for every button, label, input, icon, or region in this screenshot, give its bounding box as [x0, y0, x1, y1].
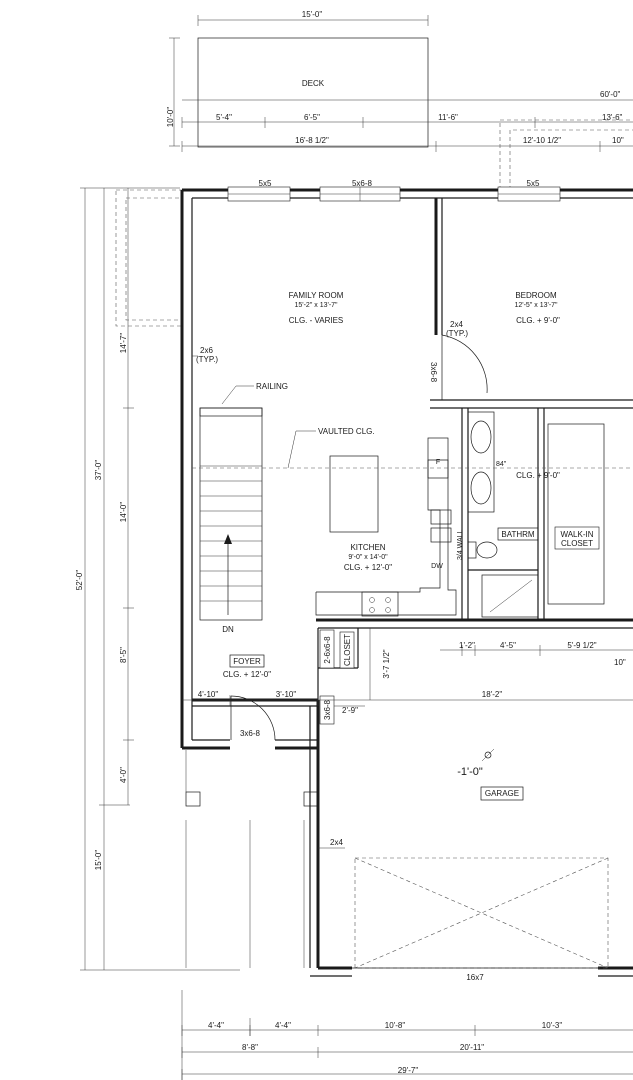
kitchen-name: KITCHEN	[350, 543, 385, 552]
walkin-name-2: CLOSET	[561, 539, 593, 548]
kitchen-ceiling: CLG. + 12'-0"	[344, 563, 392, 572]
dim-bot-4-4b: 4'-4"	[275, 1021, 291, 1030]
stair-direction-arrow	[224, 534, 232, 544]
dim-15: 15'-0"	[94, 850, 103, 871]
dim-8-5: 8'-5"	[119, 647, 128, 663]
bath-name: BATHRM	[501, 530, 535, 539]
wall-2x4-label: 2x4	[450, 320, 463, 329]
fridge-label: F	[436, 459, 440, 466]
left-dimensions: 10'-0" 52'-0" 37'-0" 15'-0" 14'-7" 14'-0…	[75, 37, 240, 971]
dw-label: DW	[431, 563, 443, 570]
dim-4-10: 4'-10"	[198, 690, 219, 699]
dim-1-2: 1'-2"	[459, 641, 475, 650]
top-openings: 5x5 5x6-8 5x5	[227, 179, 561, 202]
dim-12-10: 12'-10 1/2"	[523, 136, 561, 145]
family-room-size: 15'-2" x 13'-7"	[294, 302, 338, 309]
bedroom-size: 12'-5" x 13'-7"	[514, 302, 558, 309]
dim-3-7: 3'-7 1/2"	[382, 649, 391, 678]
dim-4-0: 4'-0"	[119, 767, 128, 783]
window-5x5-right: 5x5	[527, 179, 540, 188]
door-5x6-8: 5x6-8	[352, 179, 373, 188]
bedroom-ceiling: CLG. + 9'-0"	[516, 316, 560, 325]
dim-60: 60'-0"	[600, 90, 621, 99]
garage-level: -1'-0"	[457, 766, 483, 778]
dim-3-10: 3'-10"	[276, 690, 297, 699]
dim-18-2: 18'-2"	[482, 690, 503, 699]
walkin-name-1: WALK-IN	[560, 530, 593, 539]
dim-5-9: 5'-9 1/2"	[567, 641, 596, 650]
door-2-6x6-8: 2-6x6-8	[323, 636, 332, 664]
door-3x6-8-garage: 3x6-8	[323, 699, 332, 720]
room-labels: FAMILY ROOM 15'-2" x 13'-7" CLG. - VARIE…	[223, 291, 600, 801]
elevation-marker-icon	[481, 748, 495, 762]
dim-14-0: 14'-0"	[119, 502, 128, 523]
dim-16-8: 16'-8 1/2"	[295, 136, 329, 145]
dim-2-9: 2'-9"	[342, 706, 358, 715]
railing-label: RAILING	[256, 382, 288, 391]
stairs: DN RAILING	[199, 382, 288, 634]
dim-6-5: 6'-5"	[304, 113, 320, 122]
garage: 16x7	[352, 748, 609, 982]
vaulted-label: VAULTED CLG.	[318, 427, 375, 436]
dim-13-6: 13'-6"	[602, 113, 623, 122]
bedroom-name: BEDROOM	[515, 291, 557, 300]
kitchen-size: 9'-0" x 14'-0"	[348, 554, 388, 561]
closet-name: CLOSET	[343, 634, 352, 666]
vanity-label: 84"	[496, 461, 507, 468]
dim-10-right: 10"	[614, 658, 626, 667]
wall-notes: 2x6 (TYP.) 2x4 (TYP.) 3x6-8 2x4	[192, 320, 468, 849]
dim-5-4: 5'-4"	[216, 113, 232, 122]
walkin-ceiling: CLG. + 9'-0"	[516, 471, 560, 480]
foyer-ceiling: CLG. + 12'-0"	[223, 670, 271, 679]
deck: DECK	[197, 37, 429, 148]
dim-bot-4-4a: 4'-4"	[208, 1021, 224, 1030]
dim-4-5: 4'-5"	[500, 641, 516, 650]
deck-label: DECK	[302, 79, 325, 88]
dim-bot-8-8: 8'-8"	[242, 1043, 258, 1052]
mid-dimensions: 1'-2" 4'-5" 5'-9 1/2" 10" 3'-7 1/2" 4'-1…	[182, 628, 633, 715]
dim-14-7: 14'-7"	[119, 333, 128, 354]
dim-10-top: 10"	[612, 136, 624, 145]
bottom-dimensions: 4'-4" 4'-4" 10'-8" 10'-3" 8'-8" 20'-11" …	[181, 990, 633, 1080]
kitchen-fixtures: F DW 3/4 WALL	[315, 437, 464, 617]
dim-bot-10-3: 10'-3"	[542, 1021, 563, 1030]
wall-2x6-typ: (TYP.)	[196, 355, 218, 364]
dim-bot-29-7: 29'-7"	[398, 1066, 419, 1075]
half-wall-label: 3/4 WALL	[457, 529, 464, 560]
window-5x5-left: 5x5	[259, 179, 272, 188]
dim-top-15: 15'-0"	[302, 10, 323, 19]
foyer-entry: 2-6x6-8 3x6-8 3x6-8	[185, 629, 335, 968]
dim-deck-10: 10'-0"	[166, 107, 175, 128]
garage-door-16x7: 16x7	[466, 973, 484, 982]
stairs-dn-label: DN	[222, 625, 234, 634]
wall-2x4-typ: (TYP.)	[446, 329, 468, 338]
door-3x6-8-entry: 3x6-8	[240, 729, 261, 738]
foyer-name: FOYER	[233, 657, 261, 666]
top-dimensions: 15'-0" 60'-0" 5'-4" 6'-5" 11'-6" 13'-6" …	[181, 10, 633, 190]
garage-name: GARAGE	[485, 789, 519, 798]
dim-bot-10-8: 10'-8"	[385, 1021, 406, 1030]
door-3x6-8-bed: 3x6-8	[429, 362, 438, 383]
dim-11-6: 11'-6"	[438, 113, 458, 122]
interior-walls	[192, 198, 633, 707]
family-room-name: FAMILY ROOM	[289, 291, 344, 300]
family-room-ceiling: CLG. - VARIES	[289, 316, 344, 325]
bath-fixtures: 84"	[467, 411, 507, 559]
dim-37: 37'-0"	[94, 460, 103, 481]
dim-52: 52'-0"	[75, 570, 84, 591]
wall-2x6-label: 2x6	[200, 346, 213, 355]
garage-wall-2x4: 2x4	[330, 838, 343, 847]
dim-bot-20-11: 20'-11"	[460, 1043, 484, 1052]
